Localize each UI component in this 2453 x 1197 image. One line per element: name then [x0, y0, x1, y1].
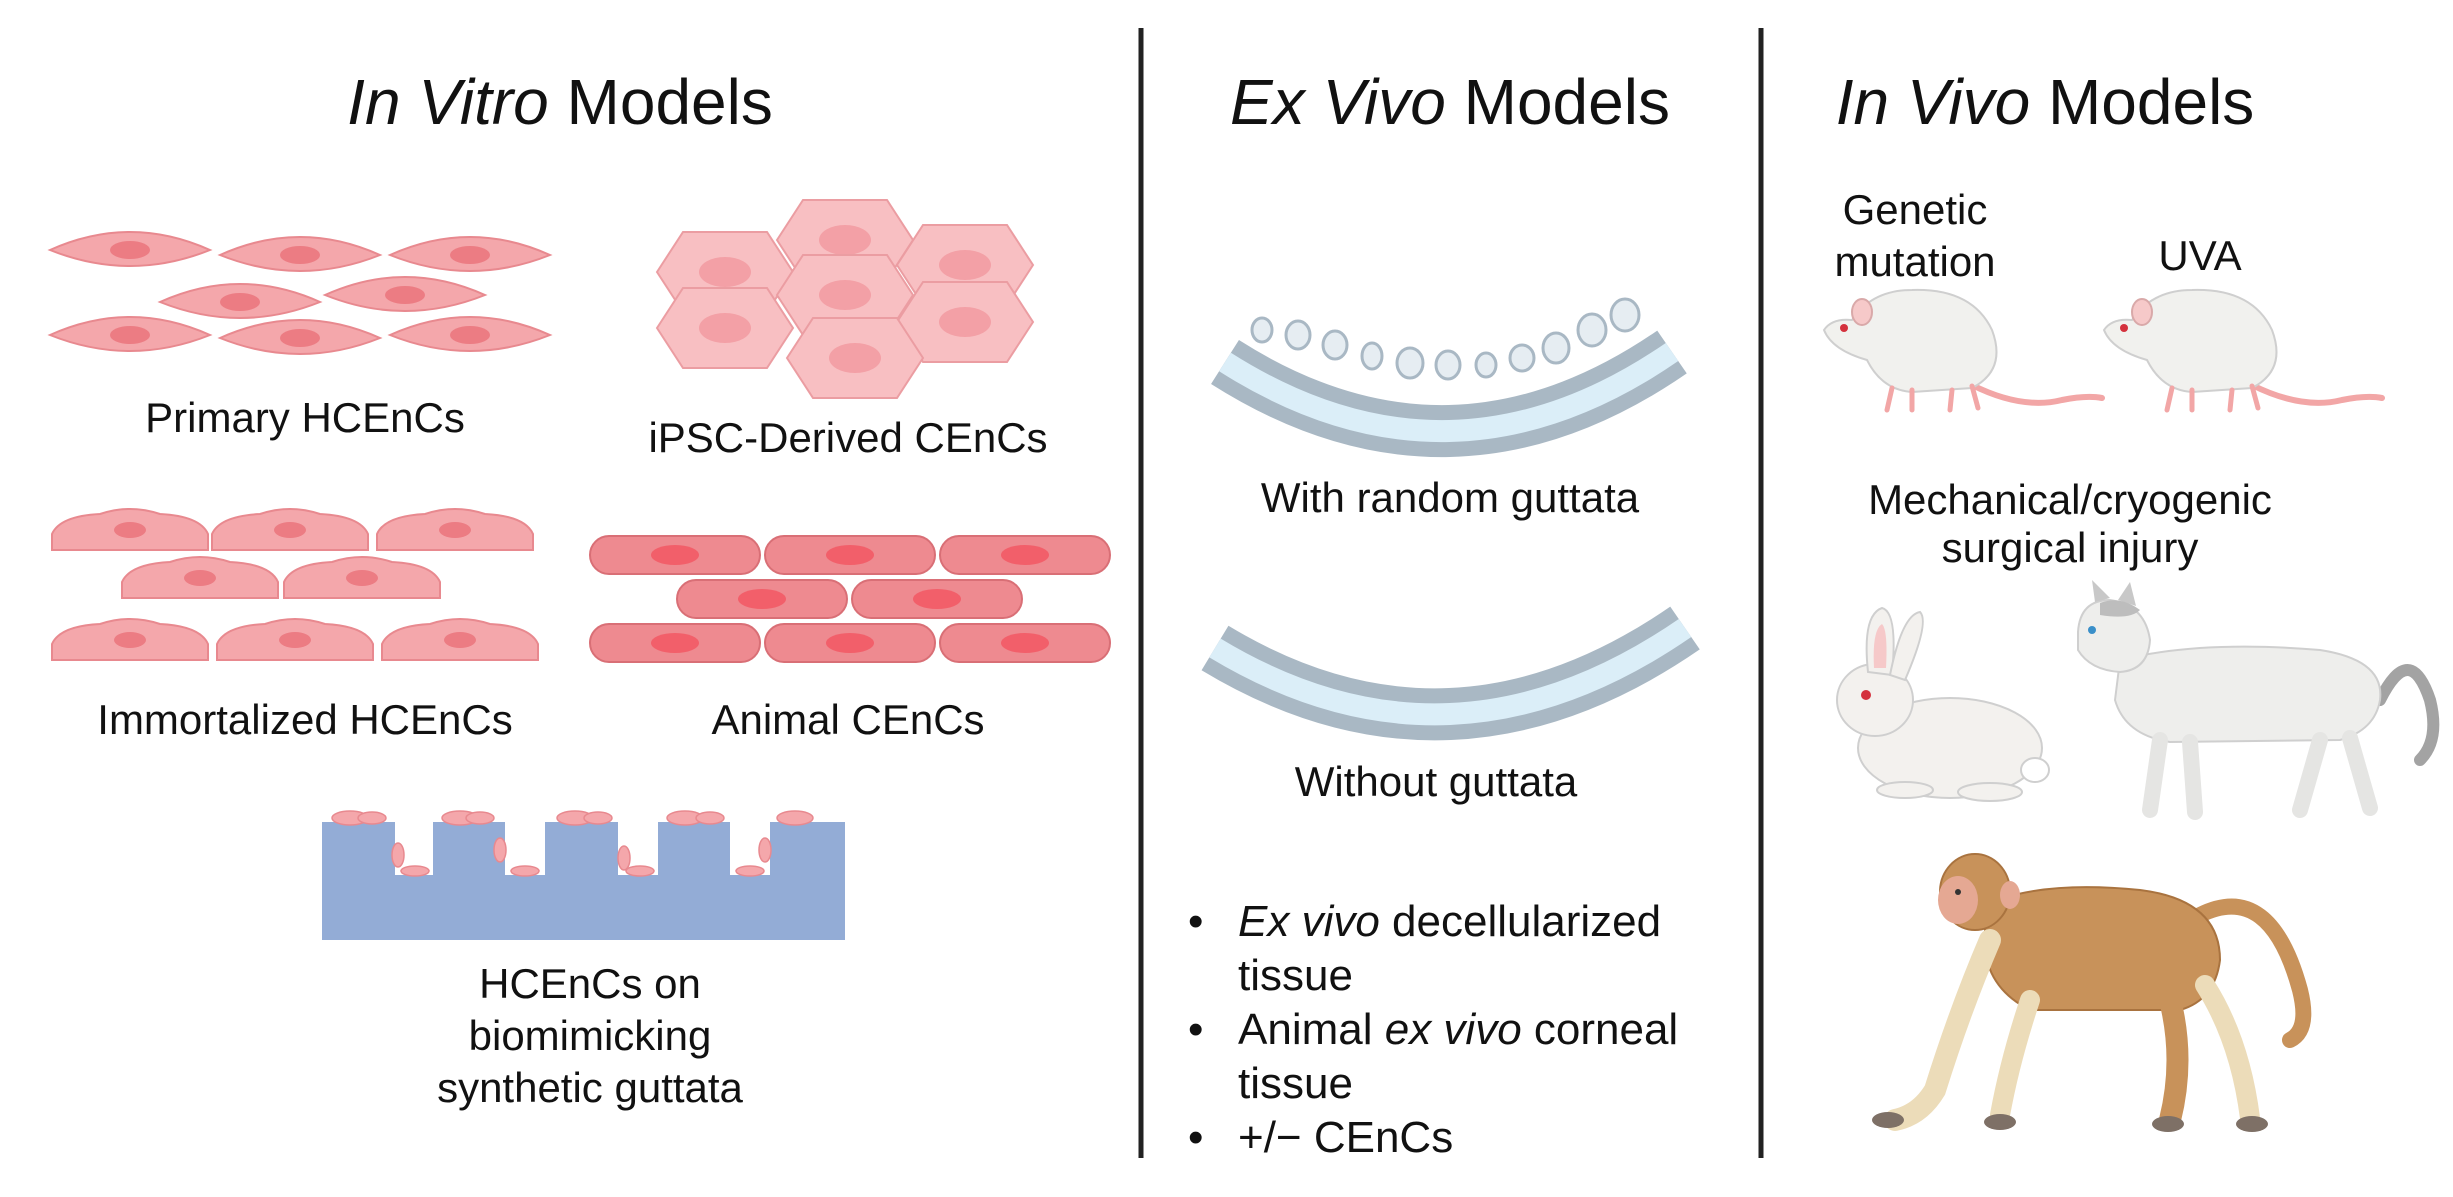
bullet-1-line2: tissue: [1238, 951, 1353, 1000]
in-vitro-title: In Vitro Models: [347, 66, 773, 138]
ex-vivo-bullet-list: • Ex vivo decellularized tissue • Animal…: [1188, 897, 1678, 1162]
label-animal-cencs: Animal CEnCs: [711, 696, 984, 743]
rabbit-icon: [1836, 606, 2050, 802]
label-immortalized-hcencs: Immortalized HCEnCs: [97, 696, 512, 743]
cornea-with-guttata-icon: [1211, 297, 1687, 458]
bullet-marker: •: [1188, 1113, 1203, 1162]
ex-vivo-title: Ex Vivo Models: [1230, 66, 1670, 138]
label-genetic-line2: mutation: [1834, 238, 1995, 285]
flat-cell-icon: [51, 508, 539, 661]
label-synthetic-line3: synthetic guttata: [437, 1064, 743, 1111]
monkey-icon: [1872, 853, 2312, 1132]
label-with-guttata: With random guttata: [1261, 474, 1640, 521]
synthetic-guttata-icon: [322, 810, 845, 940]
label-injury-line1: Mechanical/cryogenic: [1868, 476, 2272, 523]
label-without-guttata: Without guttata: [1295, 758, 1578, 805]
label-genetic-line1: Genetic: [1843, 186, 1988, 233]
label-ipsc-cencs: iPSC-Derived CEnCs: [648, 414, 1047, 461]
spindle-cell-icon: [49, 231, 551, 355]
hexagonal-cell-icon: [656, 199, 1034, 399]
bullet-marker: •: [1188, 1005, 1203, 1054]
bullet-3: +/− CEnCs: [1238, 1113, 1453, 1162]
label-uva: UVA: [2158, 232, 2241, 279]
bullet-1-line1: Ex vivo decellularized: [1238, 897, 1661, 946]
label-synthetic-line1: HCEnCs on: [479, 960, 701, 1007]
label-injury-line2: surgical injury: [1942, 524, 2199, 571]
rat-icon: [2104, 290, 2382, 410]
label-primary-hcencs: Primary HCEnCs: [145, 394, 465, 441]
in-vivo-title: In Vivo Models: [1836, 66, 2255, 138]
dark-cell-icon: [589, 535, 1111, 663]
cornea-without-guttata-icon: [1201, 606, 1700, 741]
rat-icon: [1824, 290, 2102, 410]
bullet-marker: •: [1188, 897, 1203, 946]
cat-icon: [2077, 580, 2440, 820]
label-synthetic-line2: biomimicking: [469, 1012, 712, 1059]
bullet-2-line2: tissue: [1238, 1059, 1353, 1108]
bullet-2-line1: Animal ex vivo corneal: [1238, 1005, 1678, 1054]
